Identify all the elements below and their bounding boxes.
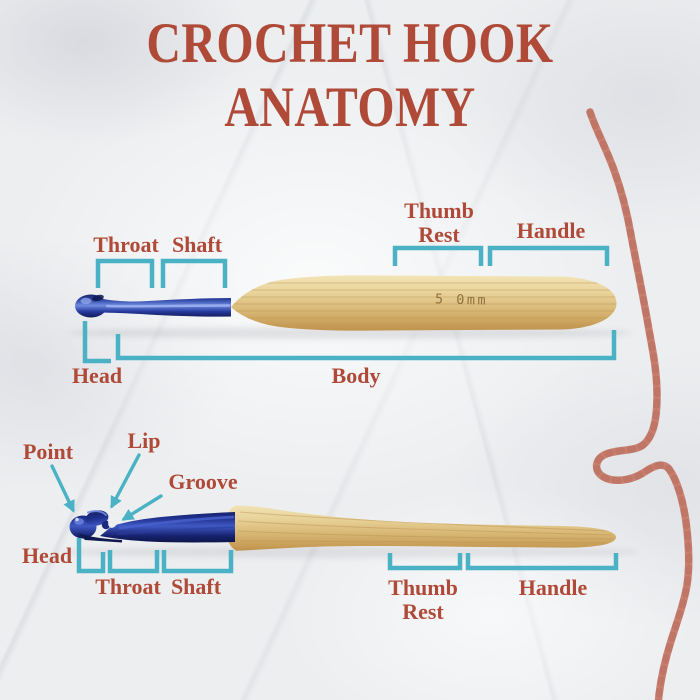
bottom-hook-ball-glint bbox=[75, 517, 79, 522]
bottom-hook-wood-grain bbox=[237, 511, 613, 544]
top-throat-bracket bbox=[95, 258, 155, 288]
label-top-head: Head bbox=[71, 363, 123, 388]
top-hook-wood-grain bbox=[232, 282, 617, 326]
label-lip: Lip bbox=[127, 428, 161, 453]
top-hook-shadow bbox=[68, 327, 632, 339]
top-head-bracket bbox=[82, 321, 111, 364]
top-handle-bracket bbox=[487, 245, 610, 266]
label-top-thumb-rest-line1: Thumb bbox=[404, 198, 474, 223]
top-thumb-rest-bracket bbox=[392, 245, 484, 266]
label-bottom-shaft: Shaft bbox=[170, 574, 222, 599]
lip-arrow bbox=[110, 453, 141, 509]
bottom-throat-bracket bbox=[107, 550, 160, 574]
bottom-head-bracket bbox=[76, 538, 106, 574]
bottom-hook-groove-gap bbox=[108, 515, 118, 528]
top-hook-ball-specular bbox=[80, 297, 92, 305]
top-hook-brackets bbox=[82, 245, 617, 364]
groove-arrow bbox=[121, 494, 163, 521]
bottom-hook-shadow bbox=[60, 546, 640, 558]
bottom-hook-lip-highlight bbox=[87, 510, 107, 516]
title-line-1: CROCHET HOOK bbox=[146, 12, 554, 75]
top-hook-metal-highlight bbox=[105, 304, 231, 308]
yarn-strand-path bbox=[586, 108, 693, 700]
label-top-body: Body bbox=[331, 363, 381, 388]
yarn-twist-texture bbox=[586, 108, 693, 700]
bottom-thumb-rest-bracket bbox=[387, 553, 463, 571]
label-point: Point bbox=[22, 439, 74, 464]
label-top-thumb-rest: Thumb Rest bbox=[404, 199, 474, 247]
top-hook-illustration: 5 0mm bbox=[68, 275, 632, 339]
label-bottom-thumb-rest-line1: Thumb bbox=[388, 575, 458, 600]
bottom-hook-shaft-sheen bbox=[117, 526, 234, 535]
bottom-handle-bracket bbox=[465, 553, 619, 571]
label-bottom-thumb-rest: Thumb Rest bbox=[388, 576, 458, 624]
label-bottom-head: Head bbox=[21, 543, 73, 568]
title-line-2: ANATOMY bbox=[224, 76, 476, 139]
label-top-thumb-rest-line2: Rest bbox=[418, 222, 460, 247]
label-bottom-thumb-rest-line2: Rest bbox=[402, 599, 444, 624]
bottom-hook-brackets bbox=[76, 538, 619, 574]
label-top-throat: Throat bbox=[93, 232, 159, 257]
bottom-hook-head-bridge bbox=[78, 533, 122, 543]
bottom-hook-illustration bbox=[60, 505, 640, 558]
top-body-bracket bbox=[115, 330, 617, 361]
bottom-hook-shaft-highlight bbox=[118, 515, 235, 530]
bottom-shaft-bracket bbox=[161, 550, 234, 574]
label-top-shaft: Shaft bbox=[171, 232, 223, 257]
bottom-hook-lip bbox=[85, 510, 109, 526]
label-bottom-handle: Handle bbox=[518, 575, 588, 600]
top-shaft-bracket bbox=[160, 258, 228, 288]
callout-arrows bbox=[50, 453, 163, 521]
top-hook-head-notch bbox=[92, 294, 104, 302]
label-bottom-throat: Throat bbox=[95, 574, 161, 599]
label-top-handle: Handle bbox=[516, 218, 586, 243]
yarn-strand bbox=[586, 108, 693, 700]
label-groove: Groove bbox=[168, 469, 238, 494]
top-hook-wood-body bbox=[231, 275, 617, 331]
point-arrow bbox=[50, 464, 75, 513]
page-title: CROCHET HOOK ANATOMY bbox=[0, 12, 700, 140]
top-hook-metal-shaft bbox=[103, 298, 231, 317]
hook-size-marking: 5 0mm bbox=[435, 291, 489, 308]
bottom-hook-wood-handle bbox=[226, 505, 616, 551]
